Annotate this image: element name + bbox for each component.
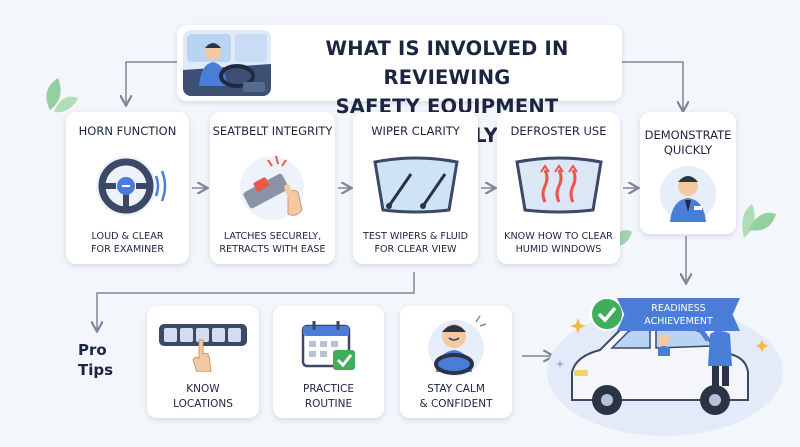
- button-panel-icon: [159, 324, 247, 372]
- defroster-icon: [515, 156, 603, 214]
- step-card-horn: Horn Function Loud & clear for examiner: [66, 112, 189, 264]
- arrow-title-to-horn: [126, 61, 177, 104]
- step-heading-wiper: Wiper Clarity: [371, 124, 460, 138]
- seatbelt-buckle-icon: [240, 155, 304, 220]
- pro-tips-label: Pro Tips: [78, 340, 113, 380]
- check-badge-icon: [590, 297, 624, 331]
- readiness-banner-line-1: Readiness: [651, 303, 706, 314]
- step-desc-seatbelt-line-1: Latches securely,: [223, 231, 322, 242]
- step-desc-defroster-line-1: Know how to clear: [504, 231, 613, 242]
- pro-tips-label-line-1: Pro: [78, 341, 107, 359]
- step-card-defroster: Defroster Use Know how to clear humid wi…: [497, 112, 620, 264]
- tip-label-locations-line-1: Know: [186, 383, 220, 395]
- driver-at-wheel-illustration: [183, 30, 271, 96]
- step-heading-defroster: Defroster Use: [510, 124, 607, 138]
- step-desc-seatbelt: Latches securely, retracts with ease: [210, 230, 335, 256]
- step-heading-demonstrate-line-2: quickly: [663, 143, 713, 157]
- tip-card-calm: Stay calm & confident: [400, 306, 512, 418]
- tip-card-practice: Practice routine: [273, 306, 384, 418]
- tip-label-practice: Practice routine: [273, 382, 384, 412]
- arrow-title-to-demonstrate: [622, 61, 683, 110]
- readiness-banner-line-2: Achievement: [644, 316, 713, 327]
- step-heading-demonstrate: Demonstrate quickly: [640, 128, 736, 158]
- tip-label-locations-line-2: locations: [173, 398, 233, 410]
- tip-label-practice-line-2: routine: [304, 398, 353, 410]
- step-desc-seatbelt-line-2: retracts with ease: [219, 244, 326, 255]
- tip-card-locations: Know locations: [147, 306, 259, 418]
- tip-label-calm-line-1: Stay calm: [427, 383, 485, 395]
- tip-label-locations: Know locations: [147, 382, 259, 412]
- step-card-wiper: Wiper Clarity Test wipers & fluid for cl…: [353, 112, 478, 264]
- steering-wheel-horn-icon: [96, 156, 167, 216]
- leaf-decoration-left: [46, 78, 78, 113]
- tip-label-calm: Stay calm & confident: [400, 382, 512, 412]
- calendar-check-icon: [301, 321, 355, 370]
- step-desc-horn-line-2: for examiner: [91, 244, 164, 255]
- title-line-1: What is involved in reviewing: [325, 37, 569, 89]
- step-card-demonstrate: Demonstrate quickly: [640, 112, 736, 234]
- windshield-wiper-icon: [373, 156, 459, 214]
- step-desc-wiper-line-2: for clear view: [374, 244, 457, 255]
- examiner-icon: [660, 166, 716, 222]
- step-desc-horn-line-1: Loud & clear: [91, 231, 164, 242]
- step-desc-horn: Loud & clear for examiner: [66, 230, 189, 256]
- step-card-seatbelt: Seatbelt Integrity Latches securely, ret…: [210, 112, 335, 264]
- calm-driver-icon: [428, 315, 487, 376]
- step-heading-seatbelt: Seatbelt Integrity: [212, 124, 333, 138]
- tip-label-practice-line-1: Practice: [302, 383, 354, 395]
- readiness-banner: Readiness Achievement: [617, 298, 740, 331]
- step-heading-horn: Horn Function: [78, 124, 177, 138]
- step-desc-wiper: Test wipers & fluid for clear view: [353, 230, 478, 256]
- tip-label-calm-line-2: & confident: [419, 398, 493, 410]
- pro-tips-label-line-2: Tips: [78, 361, 114, 379]
- step-desc-wiper-line-1: Test wipers & fluid: [362, 231, 469, 242]
- step-desc-defroster: Know how to clear humid windows: [497, 230, 620, 256]
- step-desc-defroster-line-2: humid windows: [515, 244, 602, 255]
- arrow-wiper-to-protips: [97, 272, 415, 330]
- step-heading-demonstrate-line-1: Demonstrate: [644, 128, 732, 142]
